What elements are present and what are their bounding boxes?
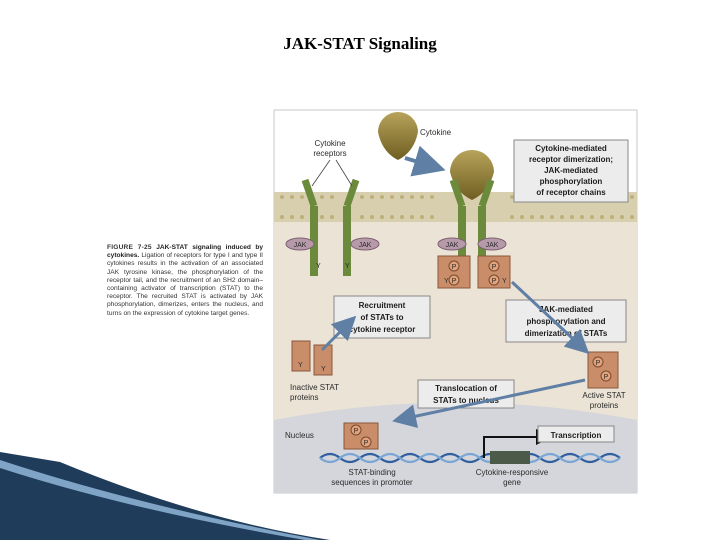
cytokine-binding-arrow xyxy=(404,145,446,177)
svg-text:phosphorylation: phosphorylation xyxy=(540,177,603,186)
svg-text:P: P xyxy=(364,440,369,447)
active-stat-label-1: Active STAT xyxy=(582,391,625,400)
inactive-stat-label-2: proteins xyxy=(290,393,318,402)
figure-body: Ligation of receptors for type I and typ… xyxy=(107,252,263,317)
box-dimerization: Cytokine-mediated receptor dimerization;… xyxy=(513,139,629,203)
svg-text:P: P xyxy=(596,360,601,367)
svg-text:JAK: JAK xyxy=(486,242,499,249)
svg-text:JAK: JAK xyxy=(446,242,459,249)
tyrosine-y-left-1: Y xyxy=(316,263,321,270)
responsive-gene-label-1: Cytokine-responsive xyxy=(476,468,549,477)
figure-caption: FIGURE 7-25 JAK-STAT signaling induced b… xyxy=(107,244,263,318)
jak-right-2: JAK xyxy=(477,237,507,251)
svg-text:JAK-mediated: JAK-mediated xyxy=(539,305,593,314)
active-stat-label-2: proteins xyxy=(590,401,618,410)
jak-left-2: JAK xyxy=(350,237,380,251)
receptors-pointer-1 xyxy=(311,159,331,187)
svg-text:Y: Y xyxy=(321,366,326,373)
box-transcription: Transcription xyxy=(537,425,615,443)
svg-text:P: P xyxy=(452,264,457,271)
figure-heading: JAK-STAT signaling induced by cytokines. xyxy=(107,244,264,260)
nucleus-region xyxy=(274,402,637,493)
svg-text:Y: Y xyxy=(298,362,303,369)
recruitment-arrow xyxy=(320,315,357,352)
cytokine-label: Cytokine xyxy=(420,128,452,137)
box-jak-phosphorylation: JAK-mediated phosphorylation and dimeriz… xyxy=(505,299,627,343)
svg-text:P: P xyxy=(452,278,457,285)
active-stat-dimer: P P xyxy=(587,351,619,389)
jak-left-1: JAK xyxy=(285,237,315,251)
dimerization-arrow xyxy=(510,280,590,355)
svg-text:P: P xyxy=(492,278,497,285)
stat-binding-label-2: sequences in promoter xyxy=(331,478,413,487)
figure-number: FIGURE 7-25 xyxy=(107,244,152,251)
svg-text:receptor dimerization;: receptor dimerization; xyxy=(529,155,613,164)
responsive-gene-label-2: gene xyxy=(503,478,521,487)
svg-text:P: P xyxy=(354,428,359,435)
svg-text:of STATs to: of STATs to xyxy=(360,313,403,322)
dna-strand xyxy=(319,452,621,464)
cytokine-receptors-label-1: Cytokine xyxy=(314,139,346,148)
svg-text:JAK-mediated: JAK-mediated xyxy=(544,166,598,175)
svg-text:JAK: JAK xyxy=(294,242,307,249)
recruited-stats: P P P P Y Y xyxy=(437,255,511,289)
receptors-pointer-2 xyxy=(335,159,353,187)
box-translocation: Translocation of STATs to nucleus xyxy=(417,379,515,409)
inactive-stat-label-1: Inactive STAT xyxy=(290,383,339,392)
tyrosine-y-left-2: Y xyxy=(345,263,350,270)
svg-text:Cytokine-mediated: Cytokine-mediated xyxy=(535,144,607,153)
svg-text:Translocation of: Translocation of xyxy=(435,384,497,393)
svg-text:Transcription: Transcription xyxy=(551,431,602,440)
box-recruitment: Recruitment of STATs to cytokine recepto… xyxy=(333,295,431,339)
slide-title: JAK-STAT Signaling xyxy=(283,34,437,53)
free-cytokine xyxy=(378,112,418,160)
svg-text:Y: Y xyxy=(502,278,507,285)
svg-text:phosphorylation and: phosphorylation and xyxy=(526,317,605,326)
svg-text:STATs to nucleus: STATs to nucleus xyxy=(433,396,499,405)
svg-text:cytokine receptor: cytokine receptor xyxy=(349,325,416,334)
nucleus-label: Nucleus xyxy=(285,431,314,440)
dna-bound-stats: P P xyxy=(343,422,379,450)
inactive-stat-proteins: Y Y xyxy=(291,340,333,376)
jak-right-1: JAK xyxy=(437,237,467,251)
slide-accent-swoosh xyxy=(0,452,330,540)
responsive-gene-block xyxy=(490,451,530,464)
svg-text:P: P xyxy=(492,264,497,271)
transcription-arrow xyxy=(483,429,552,458)
svg-text:P: P xyxy=(604,374,609,381)
svg-text:Y: Y xyxy=(444,278,449,285)
receptor-left xyxy=(301,178,360,276)
cytokine-receptors-label-2: receptors xyxy=(313,149,346,158)
translocation-arrow xyxy=(392,378,586,428)
svg-text:Recruitment: Recruitment xyxy=(359,301,406,310)
svg-text:JAK: JAK xyxy=(359,242,372,249)
svg-text:of receptor chains: of receptor chains xyxy=(536,188,606,197)
stat-binding-label-1: STAT-binding xyxy=(348,468,395,477)
